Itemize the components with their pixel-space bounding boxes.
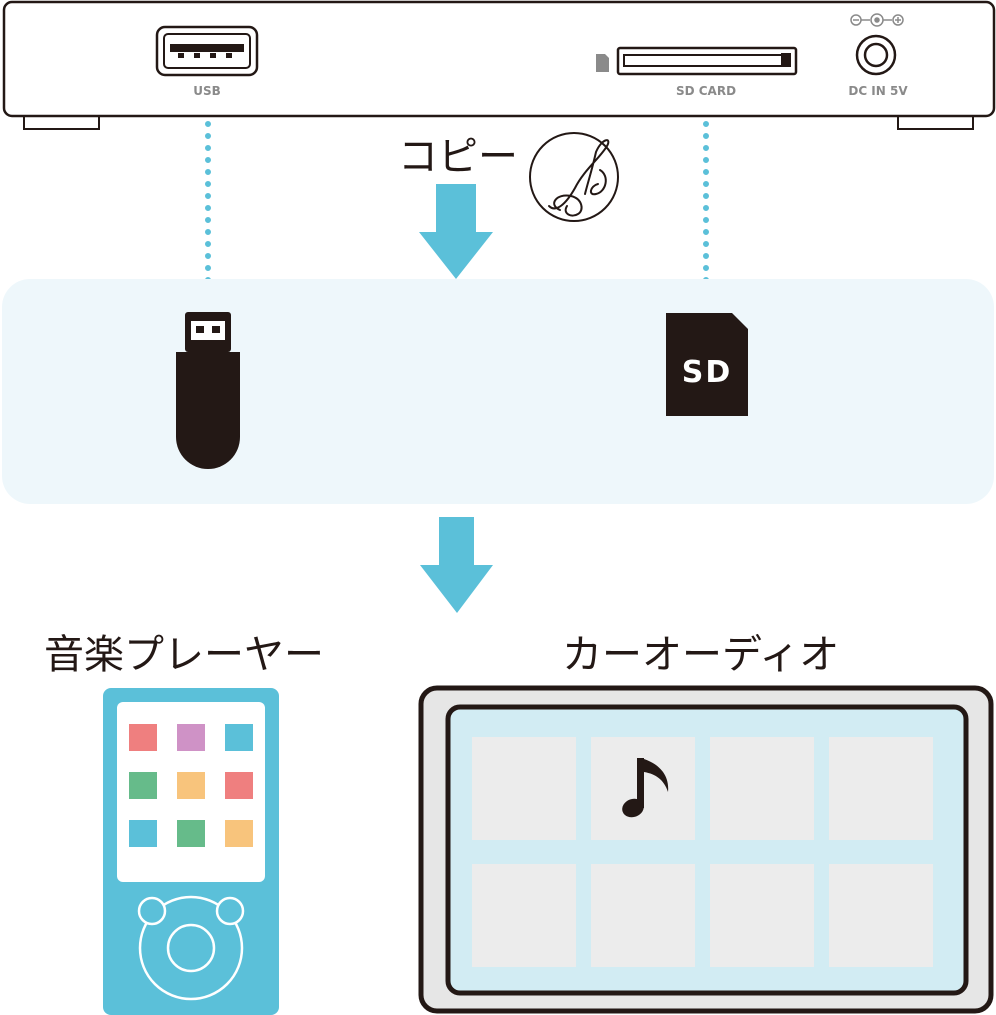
car-audio-tiles bbox=[472, 737, 933, 967]
dc-jack bbox=[855, 34, 897, 76]
music-player-label: 音楽プレーヤー bbox=[44, 632, 324, 678]
usb-port-label: USB bbox=[193, 84, 221, 98]
music-player-device bbox=[103, 688, 279, 1015]
copy-arrow-down bbox=[419, 184, 493, 279]
music-note-circle-icon bbox=[529, 132, 619, 222]
sd-card-small-icon bbox=[596, 54, 609, 72]
usb-stick-icon bbox=[176, 312, 240, 469]
car-audio-label: カーオーディオ bbox=[562, 632, 840, 678]
car-audio-device bbox=[418, 685, 994, 1014]
media-copy-device: USB SD CARD DC IN 5V bbox=[2, 0, 996, 130]
device-body bbox=[2, 0, 996, 118]
sd-card-slot bbox=[616, 46, 798, 76]
sd-card-label: SD bbox=[682, 355, 733, 390]
storage-media-panel bbox=[2, 279, 994, 504]
music-note-icon bbox=[622, 758, 669, 818]
copy-label: コピー bbox=[398, 134, 518, 180]
dc-polarity-icon bbox=[850, 13, 904, 27]
sd-card-icon: SD bbox=[666, 313, 748, 416]
output-arrow-down bbox=[420, 517, 493, 613]
sd-slot-label: SD CARD bbox=[676, 84, 736, 98]
usb-port bbox=[155, 25, 259, 77]
app-grid bbox=[129, 724, 253, 847]
control-wheel bbox=[137, 895, 245, 1001]
dc-in-label: DC IN 5V bbox=[848, 84, 908, 98]
